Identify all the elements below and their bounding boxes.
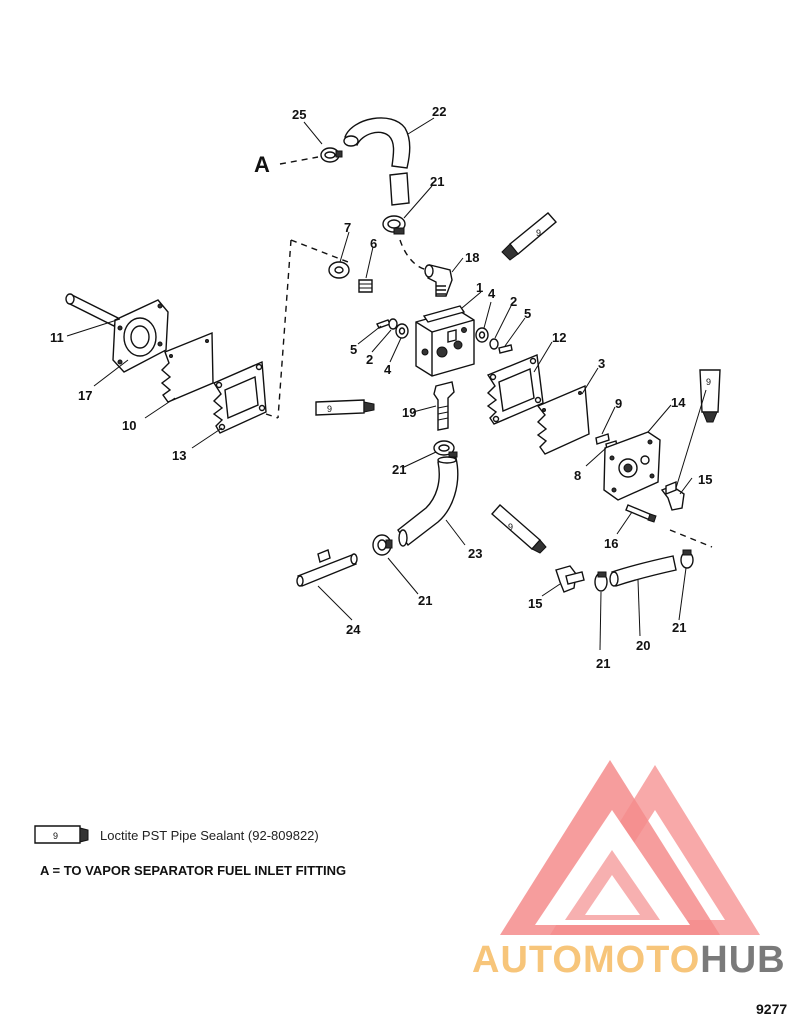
callout-18: 18 (465, 250, 479, 265)
gasket-12 (486, 354, 544, 425)
sealant-tube-right: 9 (699, 369, 721, 423)
legend-sealant-label: Loctite PST Pipe Sealant (92-809822) (100, 828, 319, 843)
callout-15-lower: 15 (528, 596, 542, 611)
svg-text:9: 9 (508, 522, 513, 532)
sealant-tube-top: 9 (501, 212, 558, 261)
check-valve-retainer-7 (328, 261, 350, 279)
callout-11: 11 (50, 330, 64, 345)
leader-lines (66, 117, 707, 651)
dash-guide-right (669, 529, 713, 548)
dash-to-fitting-18 (399, 239, 429, 271)
o-ring-2-left (388, 318, 398, 330)
pump-cover-14 (603, 431, 661, 501)
callout-2-right: 2 (510, 294, 517, 309)
callout-19: 19 (402, 405, 416, 420)
callout-23: 23 (468, 546, 482, 561)
check-valve-5-right (498, 344, 513, 354)
sealant-tube-icon (34, 825, 81, 844)
callout-21-top: 21 (430, 174, 444, 189)
watermark-logo: AUTOMOTOHUB (472, 760, 786, 981)
elbow-fitting-15-lower (555, 565, 585, 593)
sealant-tube-left: 9 (315, 399, 375, 416)
svg-text:9: 9 (706, 377, 711, 387)
hose-clamp-21-top (382, 215, 406, 235)
hose-clamp-21-hose20-left (594, 571, 608, 592)
callout-15-upper: 15 (698, 472, 712, 487)
legend: 9 Loctite PST Pipe Sealant (92-809822) (34, 825, 319, 844)
fuel-hose-22 (343, 117, 411, 206)
callout-21-lower: 21 (418, 593, 432, 608)
callout-labels: 25 22 21 7 6 18 1 4 2 5 5 2 4 11 17 10 1… (50, 104, 712, 671)
callout-12: 12 (552, 330, 566, 345)
tee-fitting-24 (296, 549, 358, 587)
ref-a-line (279, 156, 319, 165)
fuel-hose-23 (397, 456, 459, 547)
callout-16: 16 (604, 536, 618, 551)
elbow-fitting-18 (424, 264, 453, 297)
gasket-13 (212, 360, 267, 434)
washer-4-right (475, 327, 489, 343)
callout-21-hose20-right: 21 (672, 620, 686, 635)
callout-13: 13 (172, 448, 186, 463)
callout-7: 7 (344, 220, 351, 235)
legend-tube-number: 9 (53, 831, 58, 841)
callout-21-hose20-left: 21 (596, 656, 610, 671)
sealant-tube-lower: 9 (491, 504, 547, 554)
callout-4-left: 4 (384, 362, 392, 377)
hose-clamp-21-middle (433, 440, 458, 458)
screw-16 (625, 504, 657, 523)
hose-clamp-25 (320, 147, 343, 163)
diaphragm-10 (160, 331, 214, 403)
callout-9: 9 (615, 396, 622, 411)
stud-11 (65, 293, 119, 327)
screw-9 (595, 433, 610, 445)
callout-1: 1 (476, 280, 483, 295)
hose-clamp-21-hose20-right (680, 549, 694, 569)
reference-a: A (254, 152, 270, 177)
fuel-hose-20 (609, 555, 677, 587)
callout-10: 10 (122, 418, 136, 433)
callout-20: 20 (636, 638, 650, 653)
check-valve-6 (358, 279, 373, 293)
callout-22: 22 (432, 104, 446, 119)
callout-4-right: 4 (488, 286, 496, 301)
callout-6: 6 (370, 236, 377, 251)
hose-clamp-21-lower (372, 534, 393, 556)
dash-guide-top (290, 239, 349, 263)
elbow-fitting-15-upper (660, 480, 685, 511)
reference-note: A = TO VAPOR SEPARATOR FUEL INLET FITTIN… (40, 863, 346, 878)
watermark-text: AUTOMOTOHUB (472, 939, 786, 981)
pump-body-1 (415, 305, 475, 377)
callout-5-right: 5 (524, 306, 531, 321)
callout-24: 24 (346, 622, 361, 637)
callout-25: 25 (292, 107, 306, 122)
callout-14: 14 (671, 395, 686, 410)
pump-cover-17 (112, 299, 169, 373)
svg-text:9: 9 (536, 228, 541, 238)
dash-guide-left (277, 239, 292, 419)
callout-2-left: 2 (366, 352, 373, 367)
o-ring-2-right (489, 338, 499, 350)
callout-21-middle: 21 (392, 462, 406, 477)
callout-5-left: 5 (350, 342, 357, 357)
check-valve-5-left (376, 319, 391, 329)
figure-number: 9277 (756, 1001, 787, 1017)
callout-17: 17 (78, 388, 92, 403)
callout-3: 3 (598, 356, 605, 371)
callout-8: 8 (574, 468, 581, 483)
diaphragm-3 (536, 384, 590, 455)
dash-guide-bottom (265, 413, 279, 419)
washer-4-left (395, 323, 409, 339)
svg-text:9: 9 (327, 404, 332, 414)
fitting-19 (433, 381, 455, 431)
